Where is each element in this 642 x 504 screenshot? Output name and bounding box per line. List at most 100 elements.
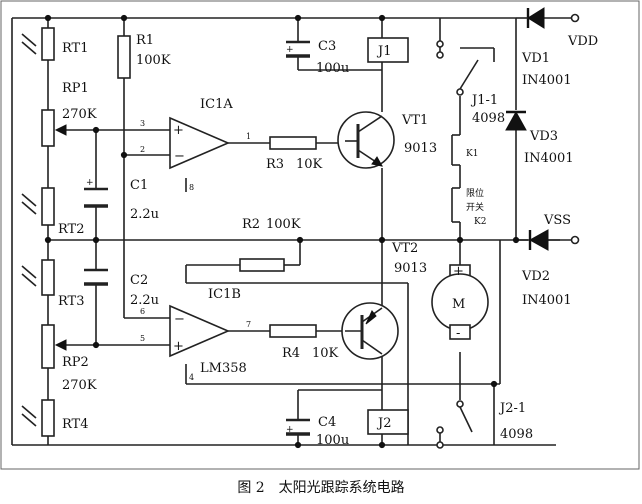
j2-1-value: 4098 [500,427,533,442]
vd3-label: VD3 [529,129,558,144]
c3-value: 100u [316,61,349,76]
rp1-value: 270K [62,107,97,122]
rp2-label: RP2 [62,355,89,370]
capacitor-c2 [84,268,108,286]
lm358-label: LM358 [200,361,247,376]
pin4b: 4 [189,373,194,382]
photoresistor-rt2 [21,187,55,226]
diode-vd2 [528,229,549,251]
j2-1-label: J2-1 [498,401,526,416]
j1-label: J1 [376,44,391,59]
r3-label: R3 [266,157,284,172]
rt3-label: RT3 [58,294,85,309]
c3-label: C3 [318,39,336,54]
potentiometer-rp2 [41,324,67,369]
svg-text:+: + [286,425,294,435]
svg-text:+: + [173,123,184,138]
relay-coil-j2 [367,409,409,435]
rt1-label: RT1 [62,41,89,56]
pin5b: 5 [140,334,145,343]
svg-text:−: − [174,149,185,164]
transistor-vt1 [337,111,395,169]
ic1a-label: IC1A [200,97,233,112]
capacitor-c4: + [286,418,310,436]
pin7b: 7 [246,320,251,329]
photoresistor-rt1 [21,27,55,61]
vss-terminal [570,235,580,245]
pin8a: 8 [189,183,194,192]
j2-label: J2 [376,416,391,431]
c2-value: 2.2u [130,293,159,308]
junction-dots [44,14,520,449]
relay-coil-j1 [367,37,409,63]
limit-switch-k1 [451,134,460,166]
vd2-label: VD2 [521,269,550,284]
terminal-top [436,40,444,48]
c1-value: 2.2u [130,207,159,222]
motor-minus: - [456,326,460,341]
limit-label-line1: 限位 [466,187,484,199]
c4-label: C4 [318,415,336,430]
relay-contact-j1-1 [436,51,479,96]
vdd-terminal [570,13,580,23]
relay-contact-j2-1 [436,400,473,434]
diode-vd1 [516,7,545,29]
r3-value: 10K [296,157,323,172]
resistor-r3 [269,136,317,150]
vss-label: VSS [543,213,571,228]
transistor-vt2 [341,302,399,360]
c1-label: C1 [130,178,148,193]
capacitor-c3: + [286,40,310,58]
resistor-r2 [239,258,285,272]
vt1-value: 9013 [404,141,437,156]
vd1-label: VD1 [521,51,550,66]
rt2-label: RT2 [58,222,85,237]
vt2-label: VT2 [391,241,418,256]
motor-plus: + [453,264,464,279]
svg-text:−: − [174,312,185,327]
op-amp-ic1b: − + [169,304,231,358]
vt2-value: 9013 [394,261,427,276]
diode-vd3 [505,110,527,131]
vt1-label: VT1 [401,113,428,128]
r1-label: R1 [136,33,154,48]
r1-value: 100K [136,53,171,68]
terminal-bottom [436,441,444,449]
c2-label: C2 [130,273,148,288]
motor-label: M [452,297,465,312]
photoresistor-rt4 [21,399,55,437]
rt4-label: RT4 [62,417,89,432]
r2-label: R2 [242,217,260,232]
svg-text:+: + [86,178,94,188]
resistor-r1 [117,35,131,79]
pin3a: 3 [140,119,145,128]
diagram-border [0,0,640,470]
svg-text:+: + [286,45,294,55]
limit-switch-k2 [451,187,460,223]
k2-label: K2 [474,217,486,227]
photoresistor-rt3 [21,259,55,296]
c4-value: 100u [316,433,349,448]
motor [431,264,489,340]
capacitor-c1: + [84,178,108,208]
r4-value: 10K [312,346,339,361]
limit-label-line2: 开关 [466,201,484,213]
vd3-value: IN4001 [524,151,574,166]
rp2-value: 270K [62,378,97,393]
pin1a: 1 [246,132,251,141]
vdd-label: VDD [567,34,598,49]
j1-1-label: J1-1 [470,93,498,108]
r4-label: R4 [282,346,300,361]
rp1-label: RP1 [62,81,89,96]
resistor-r4 [269,324,317,338]
figure-caption: 图 2 太阳光跟踪系统电路 [237,480,404,496]
op-amp-ic1a: + − [169,116,231,170]
j1-1-value: 4098 [472,111,505,126]
pin2a: 2 [140,145,145,154]
k1-label: K1 [466,149,478,159]
vd2-value: IN4001 [522,293,572,308]
r2-value: 100K [266,217,301,232]
svg-text:+: + [173,339,184,354]
